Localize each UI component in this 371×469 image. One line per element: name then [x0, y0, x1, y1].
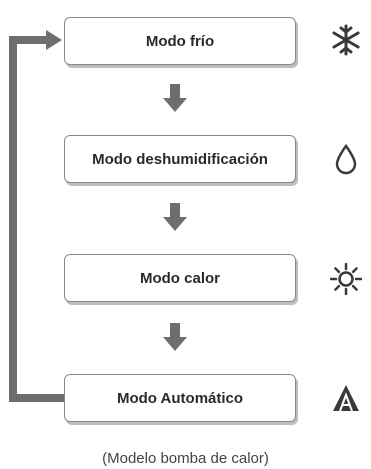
- auto-mode-icon: [333, 385, 359, 412]
- snowflake-icon: [332, 24, 360, 56]
- loop-back-arrowhead: [46, 30, 62, 50]
- mode-label-heat: Modo calor: [139, 269, 220, 287]
- mode-box-dry: Modo deshumidificación: [64, 135, 296, 183]
- down-arrow-1: [163, 84, 187, 112]
- mode-label-auto: Modo Automático: [116, 389, 244, 407]
- mode-box-heat: Modo calor: [64, 254, 296, 302]
- model-caption: (Modelo bomba de calor): [102, 450, 269, 467]
- mode-label-dry: Modo deshumidificación: [92, 150, 268, 168]
- water-drop-icon: [335, 143, 357, 175]
- mode-box-cool: Modo frío: [64, 17, 296, 65]
- loop-back-connector: [9, 36, 64, 402]
- sun-icon: [330, 263, 362, 295]
- down-arrow-2: [163, 203, 187, 231]
- down-arrow-3: [163, 323, 187, 351]
- mode-label-cool: Modo frío: [145, 32, 215, 50]
- mode-box-auto: Modo Automático: [64, 374, 296, 422]
